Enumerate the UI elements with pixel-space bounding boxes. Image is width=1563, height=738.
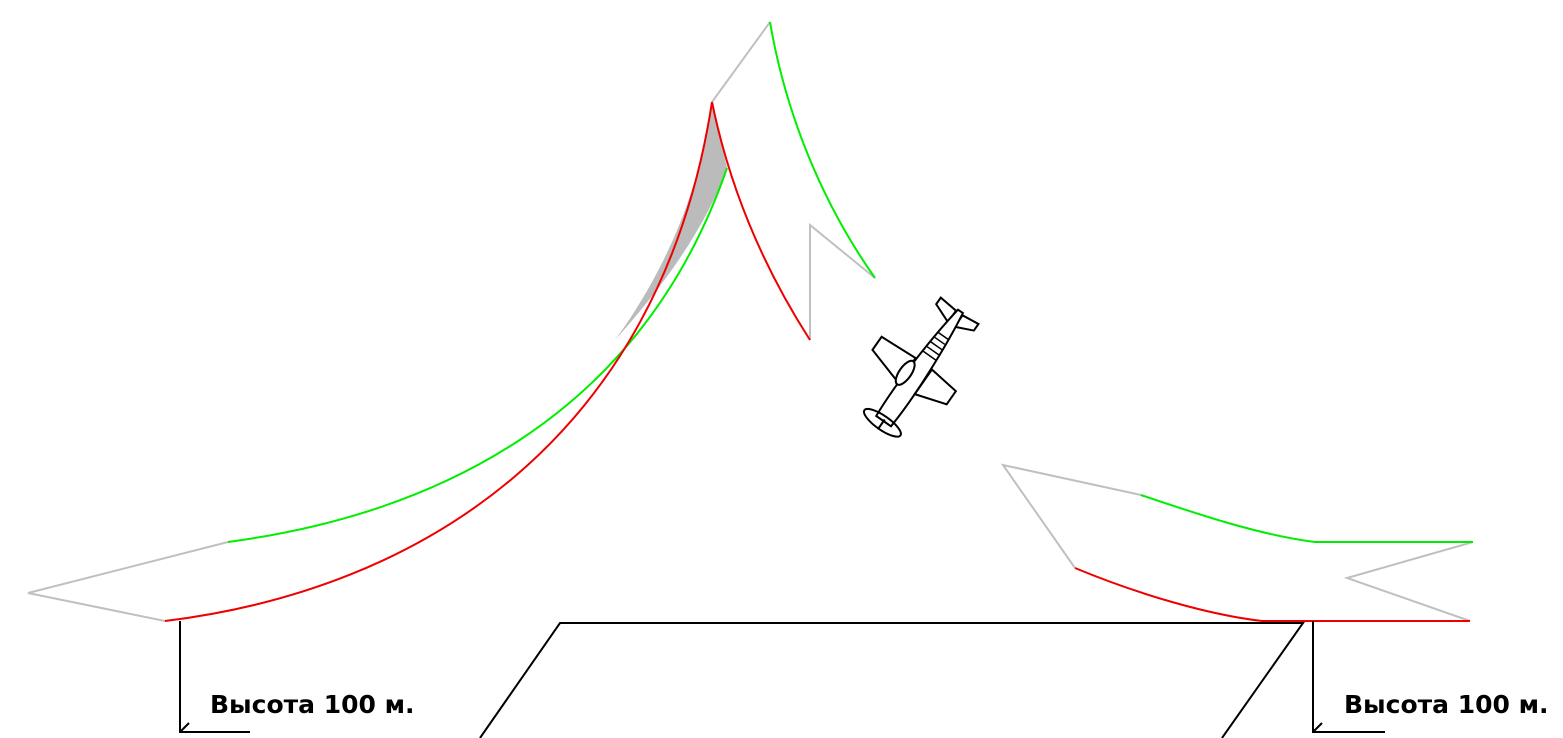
right-height-label: Высота 100 м. — [1344, 690, 1549, 719]
descent-wedge — [809, 222, 876, 340]
ground-reference — [179, 621, 1385, 738]
left-height-label: Высота 100 м. — [210, 690, 415, 719]
left-height-tick — [179, 722, 190, 733]
ground-plane — [479, 622, 1305, 738]
shaded-region — [615, 102, 727, 340]
outer-dive-curve — [769, 21, 876, 279]
aircraft-wing-lower — [913, 368, 958, 406]
outer-recovery-curve — [1140, 494, 1473, 543]
aircraft-canopy — [894, 359, 916, 386]
outer-climb-curve — [227, 167, 728, 543]
apex-connector — [711, 21, 771, 103]
left-entry-wedge — [27, 541, 229, 622]
outer-path — [227, 21, 1473, 543]
inner-recovery-curve — [1074, 567, 1470, 622]
right-height-tick — [1312, 722, 1323, 733]
construction-lines — [27, 21, 1474, 622]
recovery-wedge — [1000, 463, 1142, 569]
inner-climb-curve — [164, 101, 713, 622]
aircraft-spinner — [877, 418, 886, 430]
inner-dive-curve — [711, 101, 811, 341]
aircraft-stripes — [922, 331, 949, 361]
right-exit-wedge — [1343, 541, 1474, 622]
inner-path — [164, 101, 1470, 622]
propeller-aircraft-icon — [862, 296, 980, 438]
